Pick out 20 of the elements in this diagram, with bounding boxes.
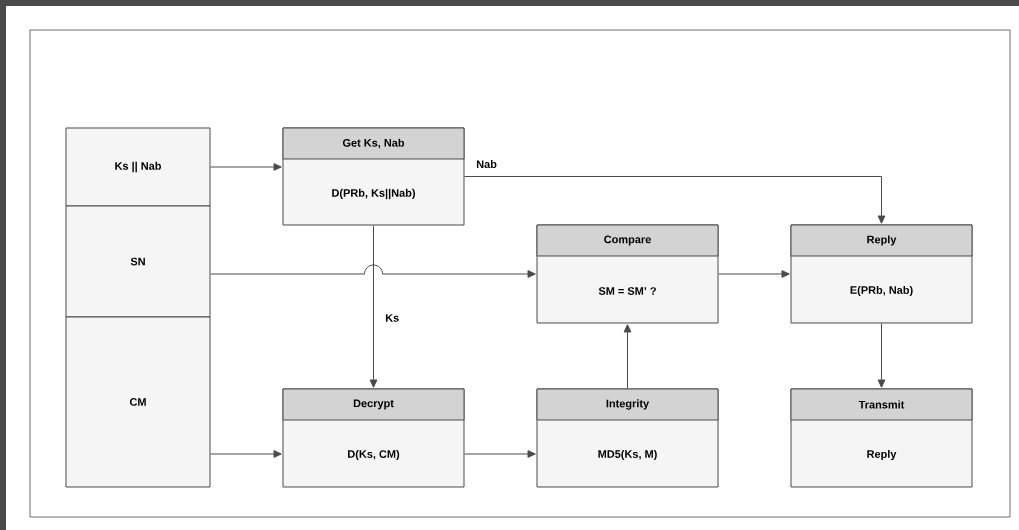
process-box: Compare SM = SM’ ? [536,224,719,324]
field-cell: SN [65,205,211,318]
process-box: Transmit Reply [790,388,973,488]
arrow [464,176,886,224]
arrow [718,270,790,278]
arrow [210,163,282,171]
arrow [210,450,282,458]
arrow [623,324,632,389]
arrow [877,323,886,388]
field-cell: CM [65,316,211,488]
arrow [210,264,536,278]
field-cell: Ks || Nab [65,127,211,207]
arrow [464,450,536,458]
edge-label: Nab [475,158,498,169]
arrow [369,225,378,388]
edge-label: Ks [384,313,401,323]
process-box: Get Ks, Nab D(PRb, Ks||Nab) [282,127,465,226]
process-box: Integrity MD5(Ks, M) [536,388,719,488]
process-box: Reply E(PRb, Nab) [790,224,973,324]
process-box: Decrypt D(Ks, CM) [282,388,465,488]
